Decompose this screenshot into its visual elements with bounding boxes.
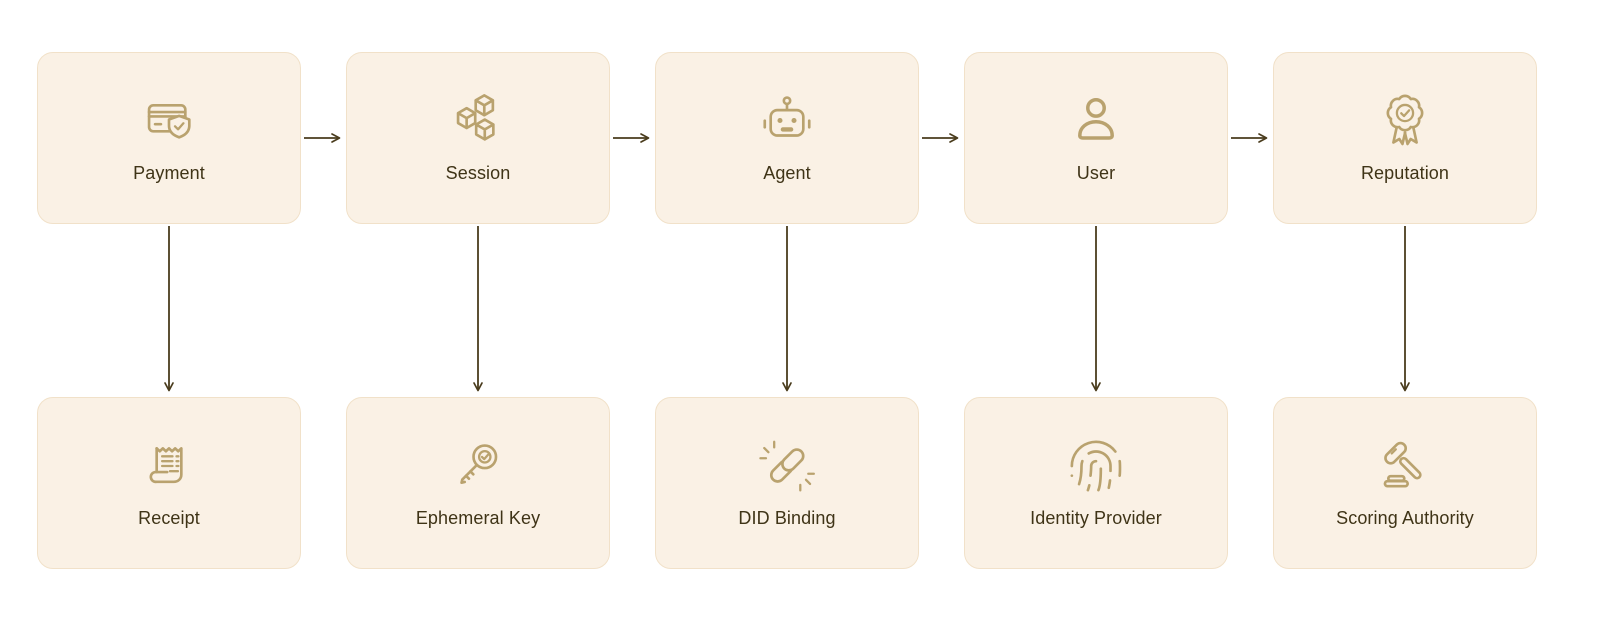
node-grid: Payment Session bbox=[37, 52, 1537, 569]
node-label: Identity Provider bbox=[1030, 508, 1162, 528]
node-scoring-authority: Scoring Authority bbox=[1273, 397, 1537, 569]
node-session: Session bbox=[346, 52, 610, 224]
node-agent: Agent bbox=[655, 52, 919, 224]
node-receipt: Receipt bbox=[37, 397, 301, 569]
cubes-icon bbox=[449, 92, 507, 150]
award-ribbon-icon bbox=[1376, 92, 1434, 150]
key-check-icon bbox=[449, 437, 507, 495]
person-icon bbox=[1067, 92, 1125, 150]
robot-icon bbox=[758, 92, 816, 150]
node-label: Payment bbox=[133, 163, 205, 183]
node-reputation: Reputation bbox=[1273, 52, 1537, 224]
receipt-icon bbox=[140, 437, 198, 495]
node-ephemeral-key: Ephemeral Key bbox=[346, 397, 610, 569]
payment-card-shield-icon bbox=[140, 92, 198, 150]
node-label: Agent bbox=[763, 163, 811, 183]
node-label: Scoring Authority bbox=[1336, 508, 1474, 528]
node-user: User bbox=[964, 52, 1228, 224]
node-label: Ephemeral Key bbox=[415, 508, 541, 528]
gavel-icon bbox=[1376, 437, 1434, 495]
node-label: Reputation bbox=[1360, 163, 1450, 183]
fingerprint-icon bbox=[1067, 437, 1125, 495]
node-identity-provider: Identity Provider bbox=[964, 397, 1228, 569]
node-label: DID Binding bbox=[738, 508, 836, 528]
chain-link-icon bbox=[758, 437, 816, 495]
node-payment: Payment bbox=[37, 52, 301, 224]
node-label: Receipt bbox=[138, 508, 200, 528]
node-label: Session bbox=[445, 163, 511, 183]
node-did-binding: DID Binding bbox=[655, 397, 919, 569]
node-label: User bbox=[1076, 163, 1116, 183]
